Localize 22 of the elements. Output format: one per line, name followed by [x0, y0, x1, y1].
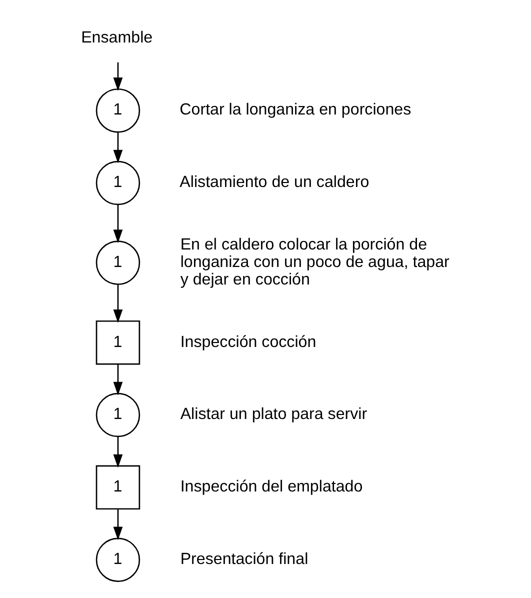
node-circle: 1 — [96, 240, 140, 285]
node-box: 1 — [96, 320, 140, 365]
arrow — [113, 364, 123, 396]
node-label: Alistamiento de un caldero — [180, 173, 370, 192]
node-label: Presentación final — [180, 550, 308, 568]
arrow — [113, 436, 123, 468]
arrow — [113, 204, 123, 244]
arrow — [113, 284, 123, 323]
node-label: Cortar la longaniza en porciones — [180, 100, 412, 119]
node-circle: 1 — [96, 538, 140, 582]
node-circle: 1 — [96, 88, 140, 133]
node-label: Alistar un plato para servir — [180, 405, 368, 424]
arrow — [113, 132, 123, 164]
node-label: Inspección cocción — [180, 332, 316, 351]
node-circle: 1 — [96, 160, 140, 206]
node-label: En el caldero colocar la porción de longaniza con un poco de agua, tapar y dejar en cocción — [180, 236, 450, 288]
arrow — [113, 508, 123, 540]
node-circle: 1 — [96, 392, 140, 438]
node-text: Ensamble — [81, 28, 153, 46]
node-label: Inspección del emplatado — [180, 478, 363, 496]
node-box: 1 — [96, 465, 140, 510]
arrow — [113, 62, 123, 91]
